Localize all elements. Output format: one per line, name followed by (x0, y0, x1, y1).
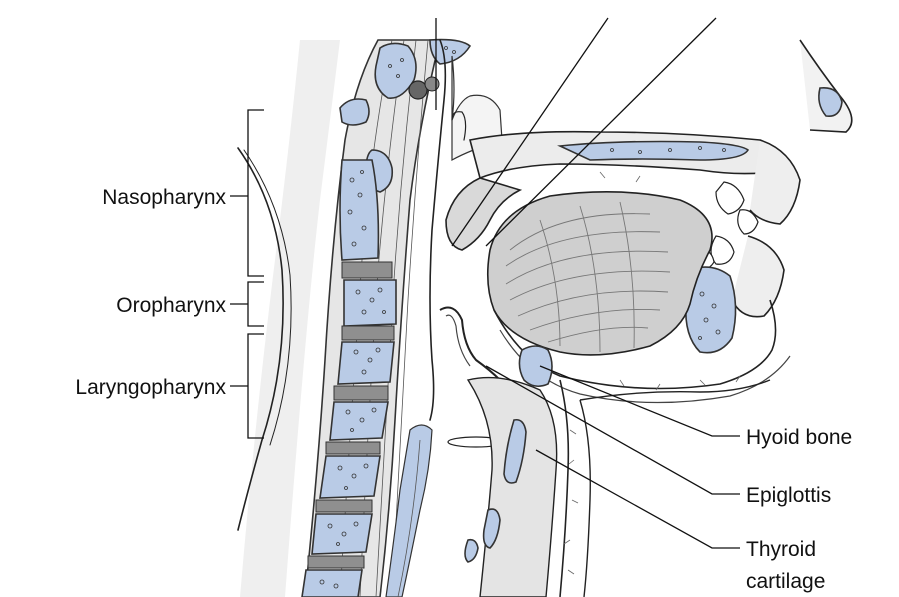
label-thyroid-cartilage-line2: cartilage (746, 570, 825, 593)
label-thyroid-cartilage-line1: Thyroid (746, 538, 816, 561)
label-epiglottis: Epiglottis (746, 484, 831, 507)
label-laryngopharynx: Laryngopharynx (75, 376, 226, 399)
label-hyoid-bone: Hyoid bone (746, 426, 852, 449)
label-nasopharynx: Nasopharynx (102, 186, 226, 209)
pharynx-region-brackets (230, 110, 264, 438)
label-oropharynx: Oropharynx (116, 294, 226, 317)
